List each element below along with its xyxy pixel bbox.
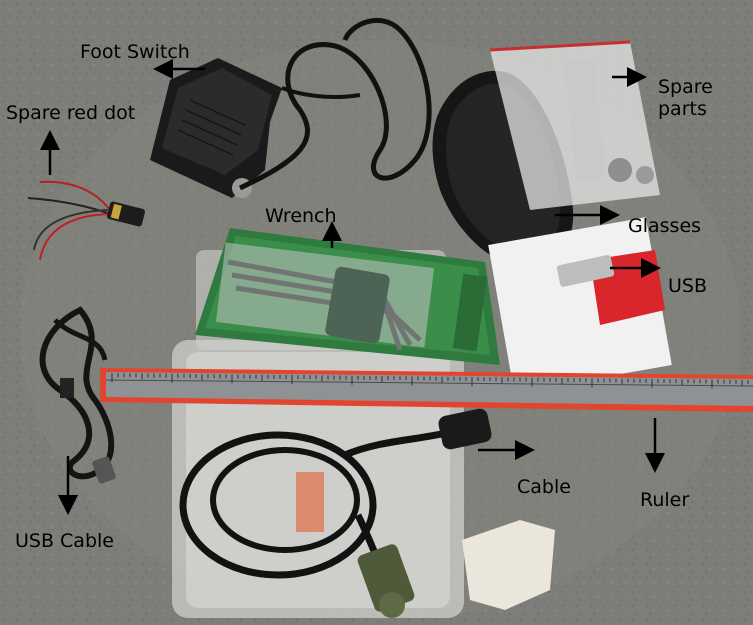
paper-scrap: [462, 520, 555, 610]
spare-parts-bag: [489, 40, 660, 210]
power-cable: [179, 408, 492, 618]
steel-ruler: [100, 368, 753, 412]
label-wrench: Wrench: [265, 205, 337, 227]
label-glasses: Glasses: [628, 215, 702, 237]
label-usb-cable: USB Cable: [15, 530, 114, 552]
label-usb: USB: [668, 275, 708, 297]
usb-cable: [39, 306, 116, 484]
label-cable: Cable: [517, 476, 571, 498]
usb-card: [488, 217, 672, 393]
label-spare-red-dot: Spare red dot: [6, 102, 136, 124]
label-spare-parts: Spare parts: [658, 76, 713, 120]
wrench-package: [195, 228, 500, 365]
spare-red-dot-laser: [27, 180, 146, 261]
foot-switch: [150, 17, 432, 198]
annotation-arrows: [40, 59, 665, 515]
label-ruler: Ruler: [640, 489, 690, 511]
label-foot-switch: Foot Switch: [80, 41, 190, 63]
